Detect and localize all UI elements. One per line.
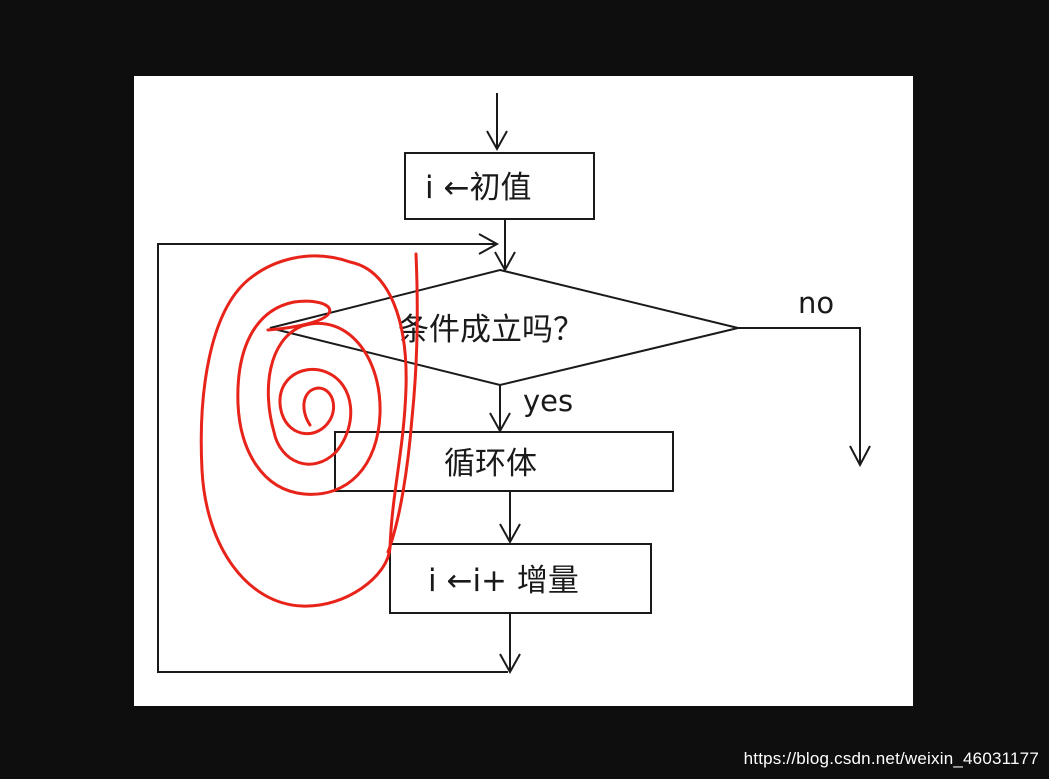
loop-body-label: 循环体 [444,446,537,482]
condition-label: 条件成立吗？ [398,312,584,348]
yes-label: yes [523,384,573,418]
watermark-url: https://blog.csdn.net/weixin_46031177 [744,749,1039,769]
red-spiral-scribble [201,254,417,606]
increment-label: i ←i+ 增量 [428,563,579,599]
no-label: no [798,286,834,320]
init-box-label: i ←初值 [425,170,531,206]
no-branch-line [738,328,860,465]
